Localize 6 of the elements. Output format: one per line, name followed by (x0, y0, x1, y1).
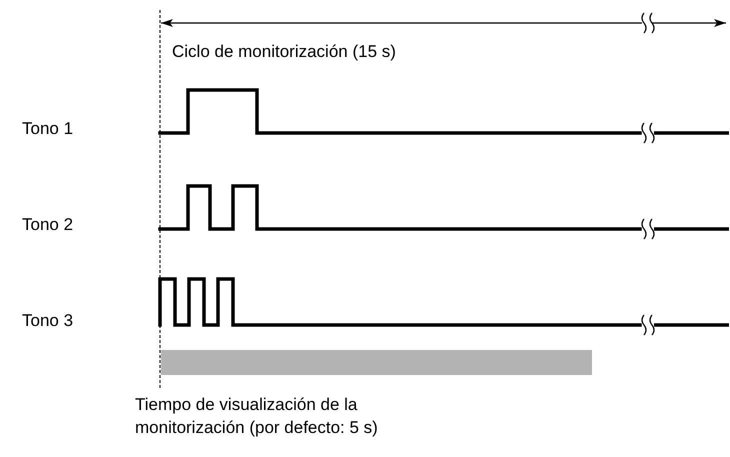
display-time-label: Tiempo de visualización de la monitorización (por defecto: 5 s) (135, 394, 379, 439)
tone-label: Tono 2 (22, 214, 74, 236)
display-time-bar (161, 350, 592, 375)
cycle-label: Ciclo de monitorización (15 s) (172, 41, 396, 63)
tone-label: Tono 3 (22, 310, 74, 332)
tone-label: Tono 1 (22, 118, 74, 140)
